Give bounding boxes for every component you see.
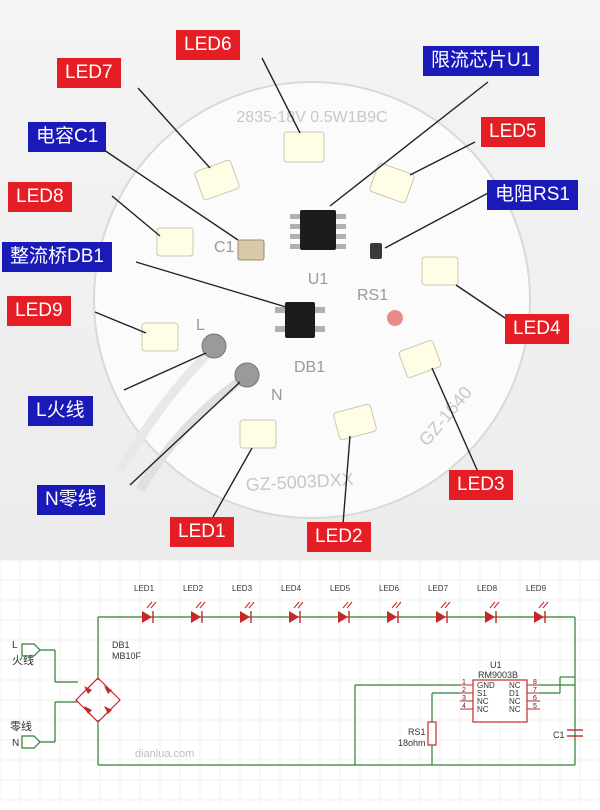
solder-n — [234, 362, 260, 388]
u1-pin-num-right: 7 — [533, 687, 537, 694]
test-pad — [387, 310, 403, 326]
led-2: LED2 — [183, 584, 206, 623]
led-5: LED5 — [330, 584, 353, 623]
led-chip-9 — [141, 322, 179, 352]
led-string: LED1 LED2 LED3 LED4 LED5 LED6 LED7 LED8 LED9 — [134, 584, 549, 623]
silk-u1: U1 — [308, 271, 329, 288]
led-label-8: LED8 — [477, 584, 498, 593]
led-chip-5 — [369, 162, 415, 204]
led-4: LED4 — [281, 584, 304, 623]
led-chip-7 — [194, 159, 240, 201]
schematic: L 火线 零线 N DB1 MB10F LED1 LED2 LED3 LED4 LED5… — [0, 559, 600, 805]
db1-part: MB10F — [112, 651, 142, 661]
port-n-name: 零线 — [10, 719, 32, 733]
schematic-drawing: L 火线 零线 N DB1 MB10F LED1 LED2 LED3 LED4 LED5… — [0, 559, 600, 805]
rs1-value: 18ohm — [398, 738, 426, 748]
bridge-diodes — [84, 686, 112, 714]
label-led9: LED9 — [7, 296, 71, 326]
wire-l — [116, 346, 216, 473]
led-6: LED6 — [379, 584, 402, 623]
port-n — [21, 735, 41, 749]
db1-ref: DB1 — [112, 640, 130, 650]
led-chip-4 — [421, 256, 459, 286]
u1-pin-num-left: 1 — [462, 679, 466, 686]
pcb-text-top: 2835-18V 0.5W1B9C — [236, 109, 387, 126]
u1-pin-num-left: 3 — [462, 695, 466, 702]
label-led7: LED7 — [57, 58, 121, 88]
pcb-illustration: 2835-18V 0.5W1B9C GZ-5003DXX GZ-1640 C1 … — [93, 57, 531, 525]
silk-l: L — [196, 317, 205, 334]
led-9: LED9 — [526, 584, 549, 623]
u1-pin-name-left: NC — [477, 705, 489, 714]
label-led4: LED4 — [505, 314, 569, 344]
u1-pin-num-right: 5 — [533, 703, 537, 710]
led-label-9: LED9 — [526, 584, 547, 593]
label-n-neutral: N零线 — [37, 485, 105, 515]
u1-pin-name-left: NC — [477, 697, 489, 706]
rs1-body — [427, 721, 437, 746]
label-rs1: 电阻RS1 — [487, 180, 578, 210]
u1-pin-num-left: 4 — [462, 703, 466, 710]
led-label-3: LED3 — [232, 584, 253, 593]
u1-pin-name-right: NC — [509, 681, 521, 690]
u1-pin-name-right: NC — [509, 697, 521, 706]
led-chip-3 — [398, 340, 442, 378]
port-n-label: N — [12, 738, 19, 749]
led-label-6: LED6 — [379, 584, 400, 593]
led-1: LED1 — [134, 584, 157, 623]
watermark: dianlua.com — [135, 748, 194, 760]
solder-l — [201, 333, 227, 359]
port-l-name: 火线 — [12, 653, 34, 667]
wire-n — [136, 374, 248, 493]
label-led6: LED6 — [176, 30, 240, 60]
silk-c1: C1 — [214, 239, 235, 256]
u1-pin-name-left: S1 — [477, 689, 487, 698]
rs1-ref: RS1 — [408, 727, 426, 737]
label-u1: 限流芯片U1 — [423, 46, 540, 76]
label-led2: LED2 — [307, 522, 371, 552]
led-label-7: LED7 — [428, 584, 449, 593]
led-label-2: LED2 — [183, 584, 204, 593]
label-db1: 整流桥DB1 — [2, 242, 112, 272]
c1-ref: C1 — [553, 730, 565, 740]
resistor-rs1 — [370, 243, 382, 259]
schematic-wires — [34, 616, 576, 766]
u1-pin-num-right: 6 — [533, 695, 537, 702]
bridge-db1 — [285, 302, 315, 338]
silk-db1: DB1 — [294, 359, 325, 376]
capacitor-c1 — [237, 239, 265, 261]
label-led8: LED8 — [8, 182, 72, 212]
label-led5: LED5 — [481, 117, 545, 147]
label-led1: LED1 — [170, 517, 234, 547]
u1-part: RM9003B — [478, 670, 518, 680]
u1-pin-name-left: GND — [477, 681, 495, 690]
u1-pin-name-right: D1 — [509, 689, 520, 698]
u1-pin-name-right: NC — [509, 705, 521, 714]
chip-u1 — [300, 210, 336, 250]
silk-rs1: RS1 — [357, 287, 388, 304]
led-chip-8 — [156, 227, 194, 257]
led-chip-1 — [239, 419, 277, 449]
pcb-photo: 2835-18V 0.5W1B9C GZ-5003DXX GZ-1640 C1 … — [0, 0, 600, 560]
u1-pin-num-right: 8 — [533, 679, 537, 686]
label-l-live: L火线 — [28, 396, 93, 426]
led-label-1: LED1 — [134, 584, 155, 593]
label-led3: LED3 — [449, 470, 513, 500]
led-chip-2 — [333, 403, 377, 441]
port-l — [21, 643, 41, 657]
led-8: LED8 — [477, 584, 500, 623]
led-label-4: LED4 — [281, 584, 302, 593]
led-chip-6 — [283, 131, 325, 163]
led-label-5: LED5 — [330, 584, 351, 593]
c1-symbol — [567, 729, 583, 737]
label-c1: 电容C1 — [28, 122, 107, 152]
led-7: LED7 — [428, 584, 451, 623]
led-3: LED3 — [232, 584, 255, 623]
u1-ref: U1 — [490, 660, 502, 670]
silk-n: N — [271, 387, 283, 404]
u1-pin-num-left: 2 — [462, 687, 466, 694]
port-l-label: L — [12, 640, 18, 651]
